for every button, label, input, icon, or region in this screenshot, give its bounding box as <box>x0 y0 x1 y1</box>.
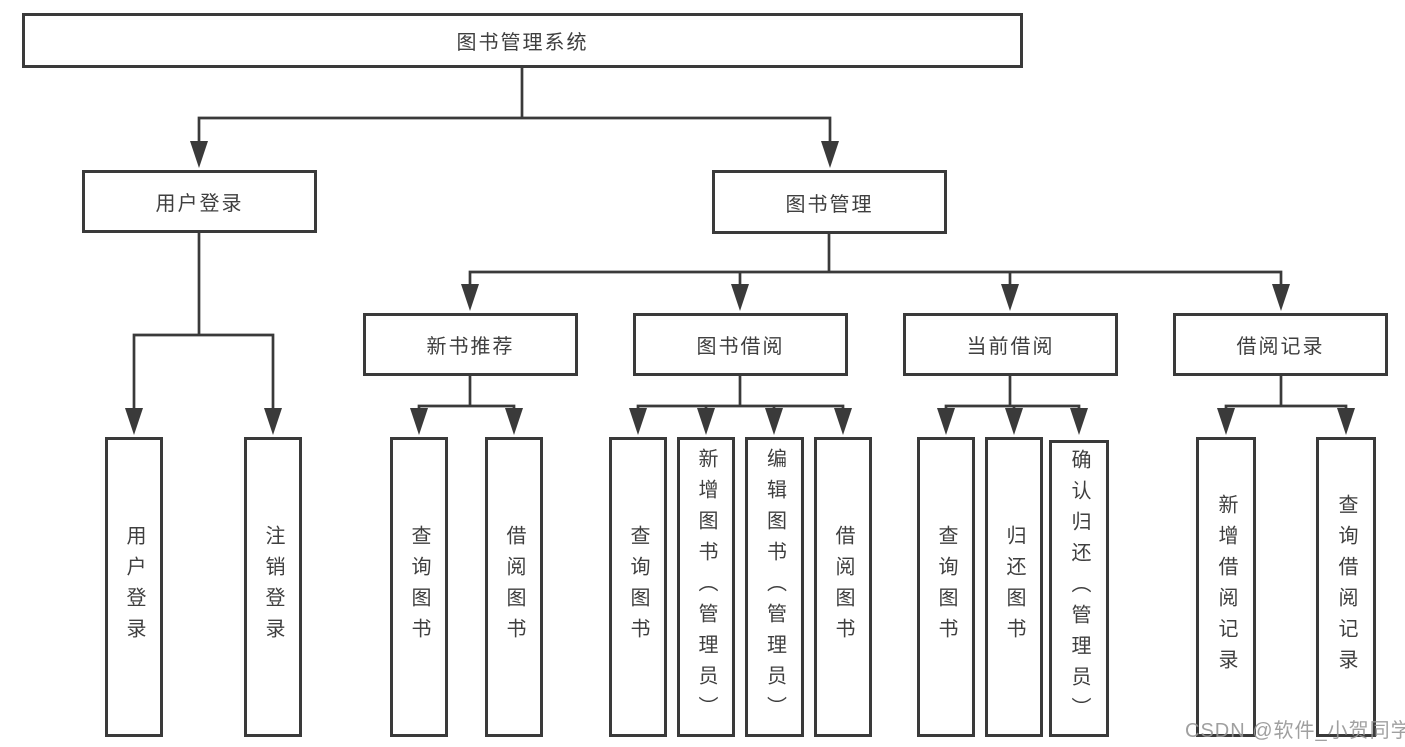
leaf-logout: 注销登录 <box>244 437 302 737</box>
leaf-rec-query-books: 查询图书 <box>390 437 448 737</box>
node-borrow-records: 借阅记录 <box>1173 313 1388 376</box>
node-book-borrow-label: 图书借阅 <box>696 336 785 358</box>
leaf-bb-query-books-label: 查询图书 <box>627 525 649 649</box>
node-user-login-label: 用户登录 <box>155 193 244 215</box>
node-root: 图书管理系统 <box>22 13 1023 68</box>
node-current-borrow: 当前借阅 <box>903 313 1118 376</box>
node-current-borrow-label: 当前借阅 <box>966 336 1055 358</box>
node-book-mgmt-label: 图书管理 <box>785 193 874 216</box>
leaf-bb-add-books: 新增图书（管理员） <box>677 437 735 737</box>
leaf-user-login: 用户登录 <box>105 437 163 737</box>
node-user-login: 用户登录 <box>82 170 317 233</box>
leaf-cb-return-books: 归还图书 <box>985 437 1043 737</box>
leaf-bb-edit-books: 编辑图书（管理员） <box>745 437 804 737</box>
leaf-logout-label: 注销登录 <box>262 525 284 649</box>
leaf-cb-query-books: 查询图书 <box>917 437 975 737</box>
leaf-bb-borrow-books-label: 借阅图书 <box>832 525 854 649</box>
node-new-book-rec: 新书推荐 <box>363 313 578 376</box>
arrowheads <box>125 141 1355 435</box>
node-book-borrow: 图书借阅 <box>633 313 848 376</box>
leaf-bb-edit-books-label: 编辑图书（管理员） <box>763 447 786 727</box>
leaf-br-query-record: 查询借阅记录 <box>1316 437 1376 737</box>
leaf-bb-query-books: 查询图书 <box>609 437 667 737</box>
leaf-bb-add-books-label: 新增图书（管理员） <box>695 447 717 727</box>
leaf-cb-confirm-return: 确认归还（管理员） <box>1049 440 1109 737</box>
leaf-cb-confirm-return-label: 确认归还（管理员） <box>1068 449 1090 728</box>
leaf-br-add-record-label: 新增借阅记录 <box>1215 494 1237 680</box>
leaf-bb-borrow-books: 借阅图书 <box>814 437 872 737</box>
node-new-book-rec-label: 新书推荐 <box>426 336 515 358</box>
leaf-rec-borrow-books-label: 借阅图书 <box>503 525 525 649</box>
leaf-user-login-label: 用户登录 <box>123 525 145 649</box>
leaf-rec-borrow-books: 借阅图书 <box>485 437 543 737</box>
leaf-br-add-record: 新增借阅记录 <box>1196 437 1256 737</box>
node-root-label: 图书管理系统 <box>456 32 589 54</box>
leaf-cb-return-books-label: 归还图书 <box>1003 525 1025 649</box>
watermark: CSDN @软件_小贺同学 <box>1185 720 1405 742</box>
node-borrow-records-label: 借阅记录 <box>1236 336 1325 358</box>
leaf-cb-query-books-label: 查询图书 <box>935 525 957 649</box>
node-book-mgmt: 图书管理 <box>712 170 947 234</box>
leaf-rec-query-books-label: 查询图书 <box>408 525 430 649</box>
leaf-br-query-record-label: 查询借阅记录 <box>1335 494 1357 680</box>
